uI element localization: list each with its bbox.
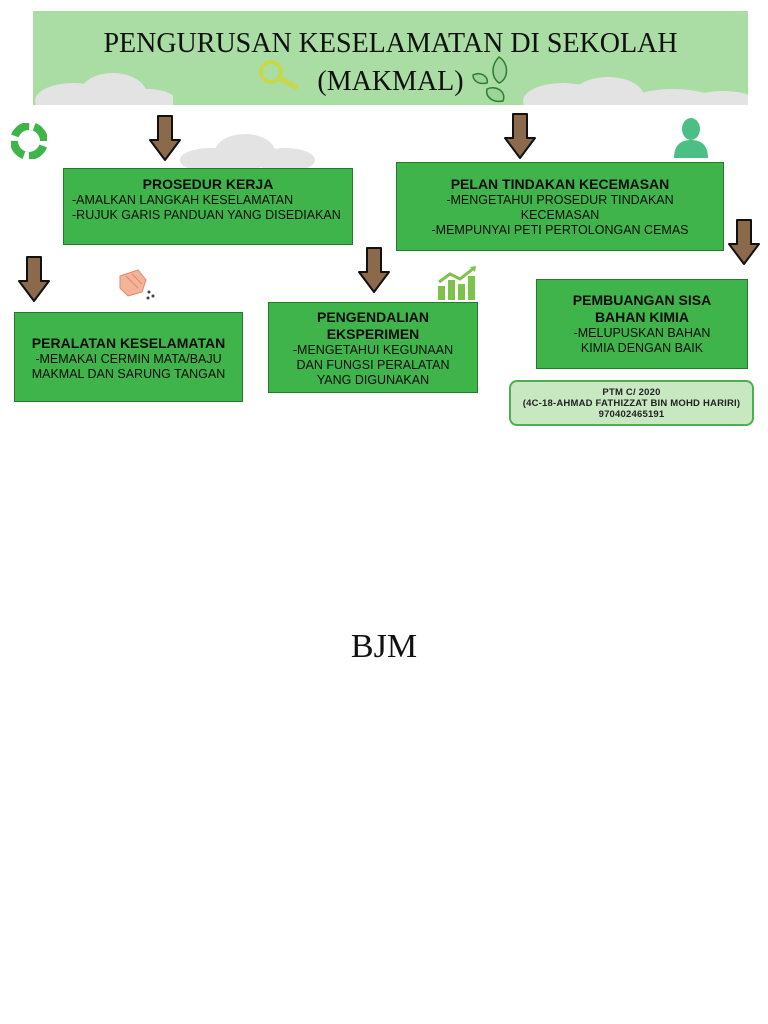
box-text: -MEMPUNYAI PETI PERTOLONGAN CEMAS — [431, 223, 689, 237]
magnifier-icon — [259, 60, 299, 90]
growth-chart-icon — [438, 266, 476, 300]
down-arrow-icon — [18, 256, 50, 302]
page-title: PENGURUSAN KESELAMATAN DI SEKOLAH (MAKMA… — [103, 28, 678, 97]
person-icon — [674, 118, 708, 158]
box-text: -MENGETAHUI KEGUNAAN DAN FUNGSI PERALATA… — [292, 343, 454, 387]
box-text: -AMALKAN LANGKAH KESELAMATAN — [72, 193, 294, 207]
box-pengendalian-eksperimen: PENGENDALIAN EKSPERIMEN -MENGETAHUI KEGU… — [268, 302, 478, 393]
box-prosedur-kerja: PROSEDUR KERJA -AMALKAN LANGKAH KESELAMA… — [63, 168, 353, 245]
box-heading: PENGENDALIAN EKSPERIMEN — [316, 309, 429, 342]
hand-icon — [119, 269, 155, 300]
cloud-decoration — [35, 73, 173, 105]
cloud-decoration — [180, 134, 315, 170]
lifebuoy-icon — [11, 123, 47, 159]
box-heading: PERALATAN KESELAMATAN — [31, 335, 226, 351]
box-pelan-tindakan: PELAN TINDAKAN KECEMASAN -MENGETAHUI PRO… — [396, 162, 724, 251]
box-text: -MEMAKAI CERMIN MATA/BAJU MAKMAL DAN SAR… — [31, 352, 226, 381]
box-pembuangan-sisa: PEMBUANGAN SISA BAHAN KIMIA -MELUPUSKAN … — [536, 279, 748, 369]
down-arrow-icon — [504, 113, 536, 159]
box-peralatan-keselamatan: PERALATAN KESELAMATAN -MEMAKAI CERMIN MA… — [14, 312, 243, 402]
down-arrow-icon — [358, 247, 390, 293]
box-text: -MENGETAHUI PROSEDUR TINDAKAN KECEMASAN — [446, 193, 674, 222]
box-text: -MELUPUSKAN BAHAN KIMIA DENGAN BAIK — [573, 326, 711, 355]
box-heading: PROSEDUR KERJA — [142, 176, 274, 192]
credit-box: PTM C/ 2020 (4C-18-AHMAD FATHIZZAT BIN M… — [509, 380, 754, 426]
header-banner: PENGURUSAN KESELAMATAN DI SEKOLAH (MAKMA… — [33, 11, 748, 105]
down-arrow-icon — [149, 115, 181, 161]
box-heading: PEMBUANGAN SISA BAHAN KIMIA — [572, 292, 712, 325]
down-arrow-icon — [728, 219, 760, 265]
box-heading: PELAN TINDAKAN KECEMASAN — [450, 176, 670, 192]
box-text: -RUJUK GARIS PANDUAN YANG DISEDIAKAN — [72, 208, 341, 222]
cloud-decoration — [523, 77, 748, 105]
footer-text: BJM — [350, 628, 418, 665]
leaves-icon — [472, 56, 508, 103]
